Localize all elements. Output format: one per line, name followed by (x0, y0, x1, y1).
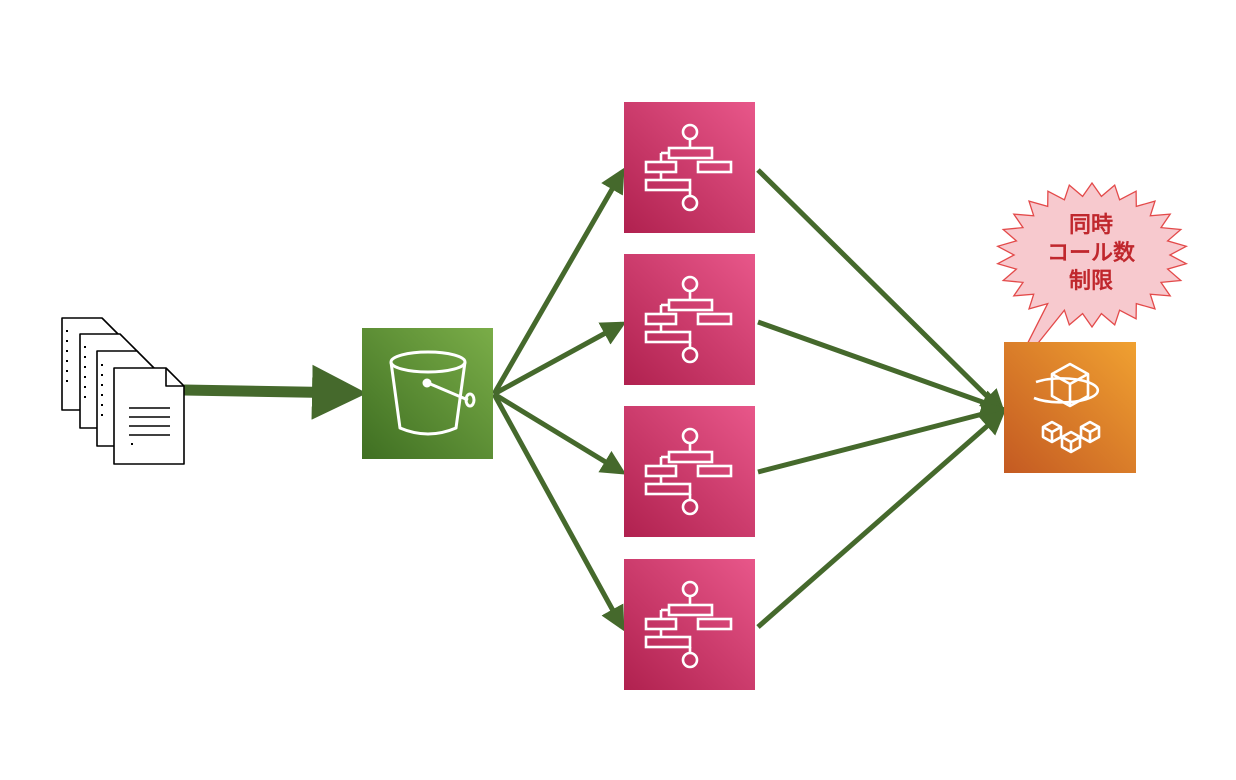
connectors (183, 167, 1007, 632)
concurrency-limit-callout: 同時 コール数 制限 (995, 181, 1189, 379)
workflow-node-3 (624, 406, 755, 537)
step-functions-icon (644, 123, 733, 212)
callout-line-1: 同時 (1069, 213, 1113, 238)
s3-bucket-node (362, 328, 493, 459)
arrow-docs-to-bucket (183, 364, 367, 420)
workflow-node-1 (624, 102, 755, 233)
sagemaker-node (1004, 342, 1136, 473)
workflow-node-2 (624, 254, 755, 385)
bucket-icon (389, 350, 476, 436)
arrow-workflow-3-to-model (757, 401, 1007, 475)
arrow-workflow-2-to-model (757, 319, 1007, 415)
arrow-workflow-4-to-model (756, 409, 1006, 629)
callout-burst-shape (995, 181, 1189, 379)
arrow-bucket-to-workflow-2 (492, 321, 627, 397)
step-functions-icon (644, 427, 733, 516)
step-functions-icon (644, 275, 733, 364)
callout-line-2: コール数 (1047, 240, 1136, 266)
callout-line-3: 制限 (1069, 269, 1113, 294)
arrow-bucket-to-workflow-3 (492, 391, 627, 475)
step-functions-icon (644, 580, 733, 669)
arrow-bucket-to-workflow-1 (491, 167, 625, 396)
documents-icon (61, 317, 185, 465)
arrow-workflow-1-to-model (756, 168, 1006, 415)
model-endpoint-icon (1033, 362, 1101, 454)
workflow-node-4 (624, 559, 755, 690)
arrow-bucket-to-workflow-4 (491, 392, 625, 632)
